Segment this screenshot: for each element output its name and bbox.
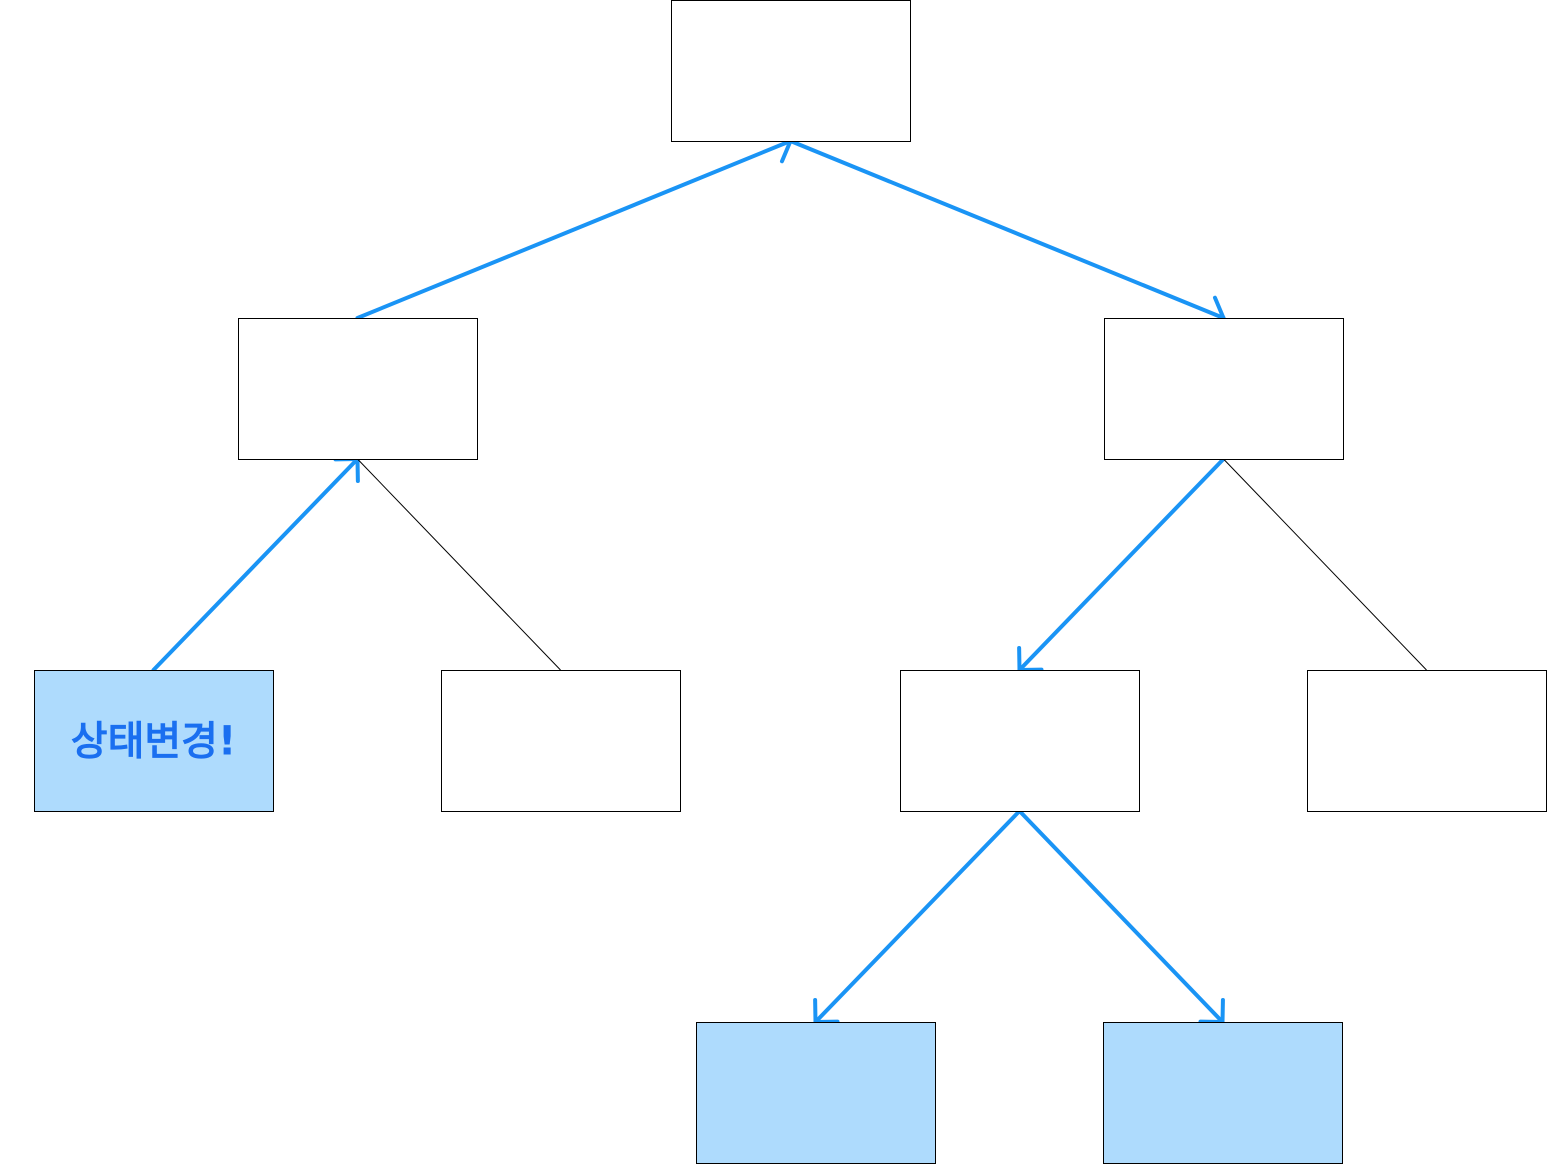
arrow-edge-left-to-root (355, 130, 793, 320)
tree-node-left (238, 318, 478, 460)
node-box (238, 318, 478, 460)
tree-edge-right-to-right-right (1223, 458, 1427, 671)
tree-edge-left-to-left-right (357, 458, 561, 671)
node-box (671, 0, 911, 142)
tree-node-left-right (441, 670, 681, 812)
node-box (1103, 1022, 1343, 1164)
node-box (900, 670, 1140, 812)
tree-node-left-left: 상태변경! (34, 670, 274, 812)
nodes-layer: 상태변경! (34, 0, 1547, 1164)
tree-node-right-left (900, 670, 1140, 812)
tree-node-right-right (1307, 670, 1547, 812)
tree-node-root (671, 0, 911, 142)
tree-node-right-left-right (1103, 1022, 1343, 1164)
arrow-edge-left-left-to-left (151, 457, 360, 672)
node-label: 상태변경! (71, 719, 236, 765)
arrow-edge-right-left-to-right-left-right (1017, 809, 1225, 1024)
node-box (441, 670, 681, 812)
arrow-edge-right-to-right-left (1017, 457, 1226, 672)
node-box (34, 670, 274, 812)
tree-node-right-left-left (696, 1022, 936, 1164)
node-box (1104, 318, 1344, 460)
edges-layer (151, 130, 1427, 1024)
tree-node-right (1104, 318, 1344, 460)
node-box (696, 1022, 936, 1164)
node-box (1307, 670, 1547, 812)
arrow-edge-right-left-to-right-left-left (813, 809, 1022, 1024)
arrow-edge-root-to-right (788, 139, 1226, 329)
